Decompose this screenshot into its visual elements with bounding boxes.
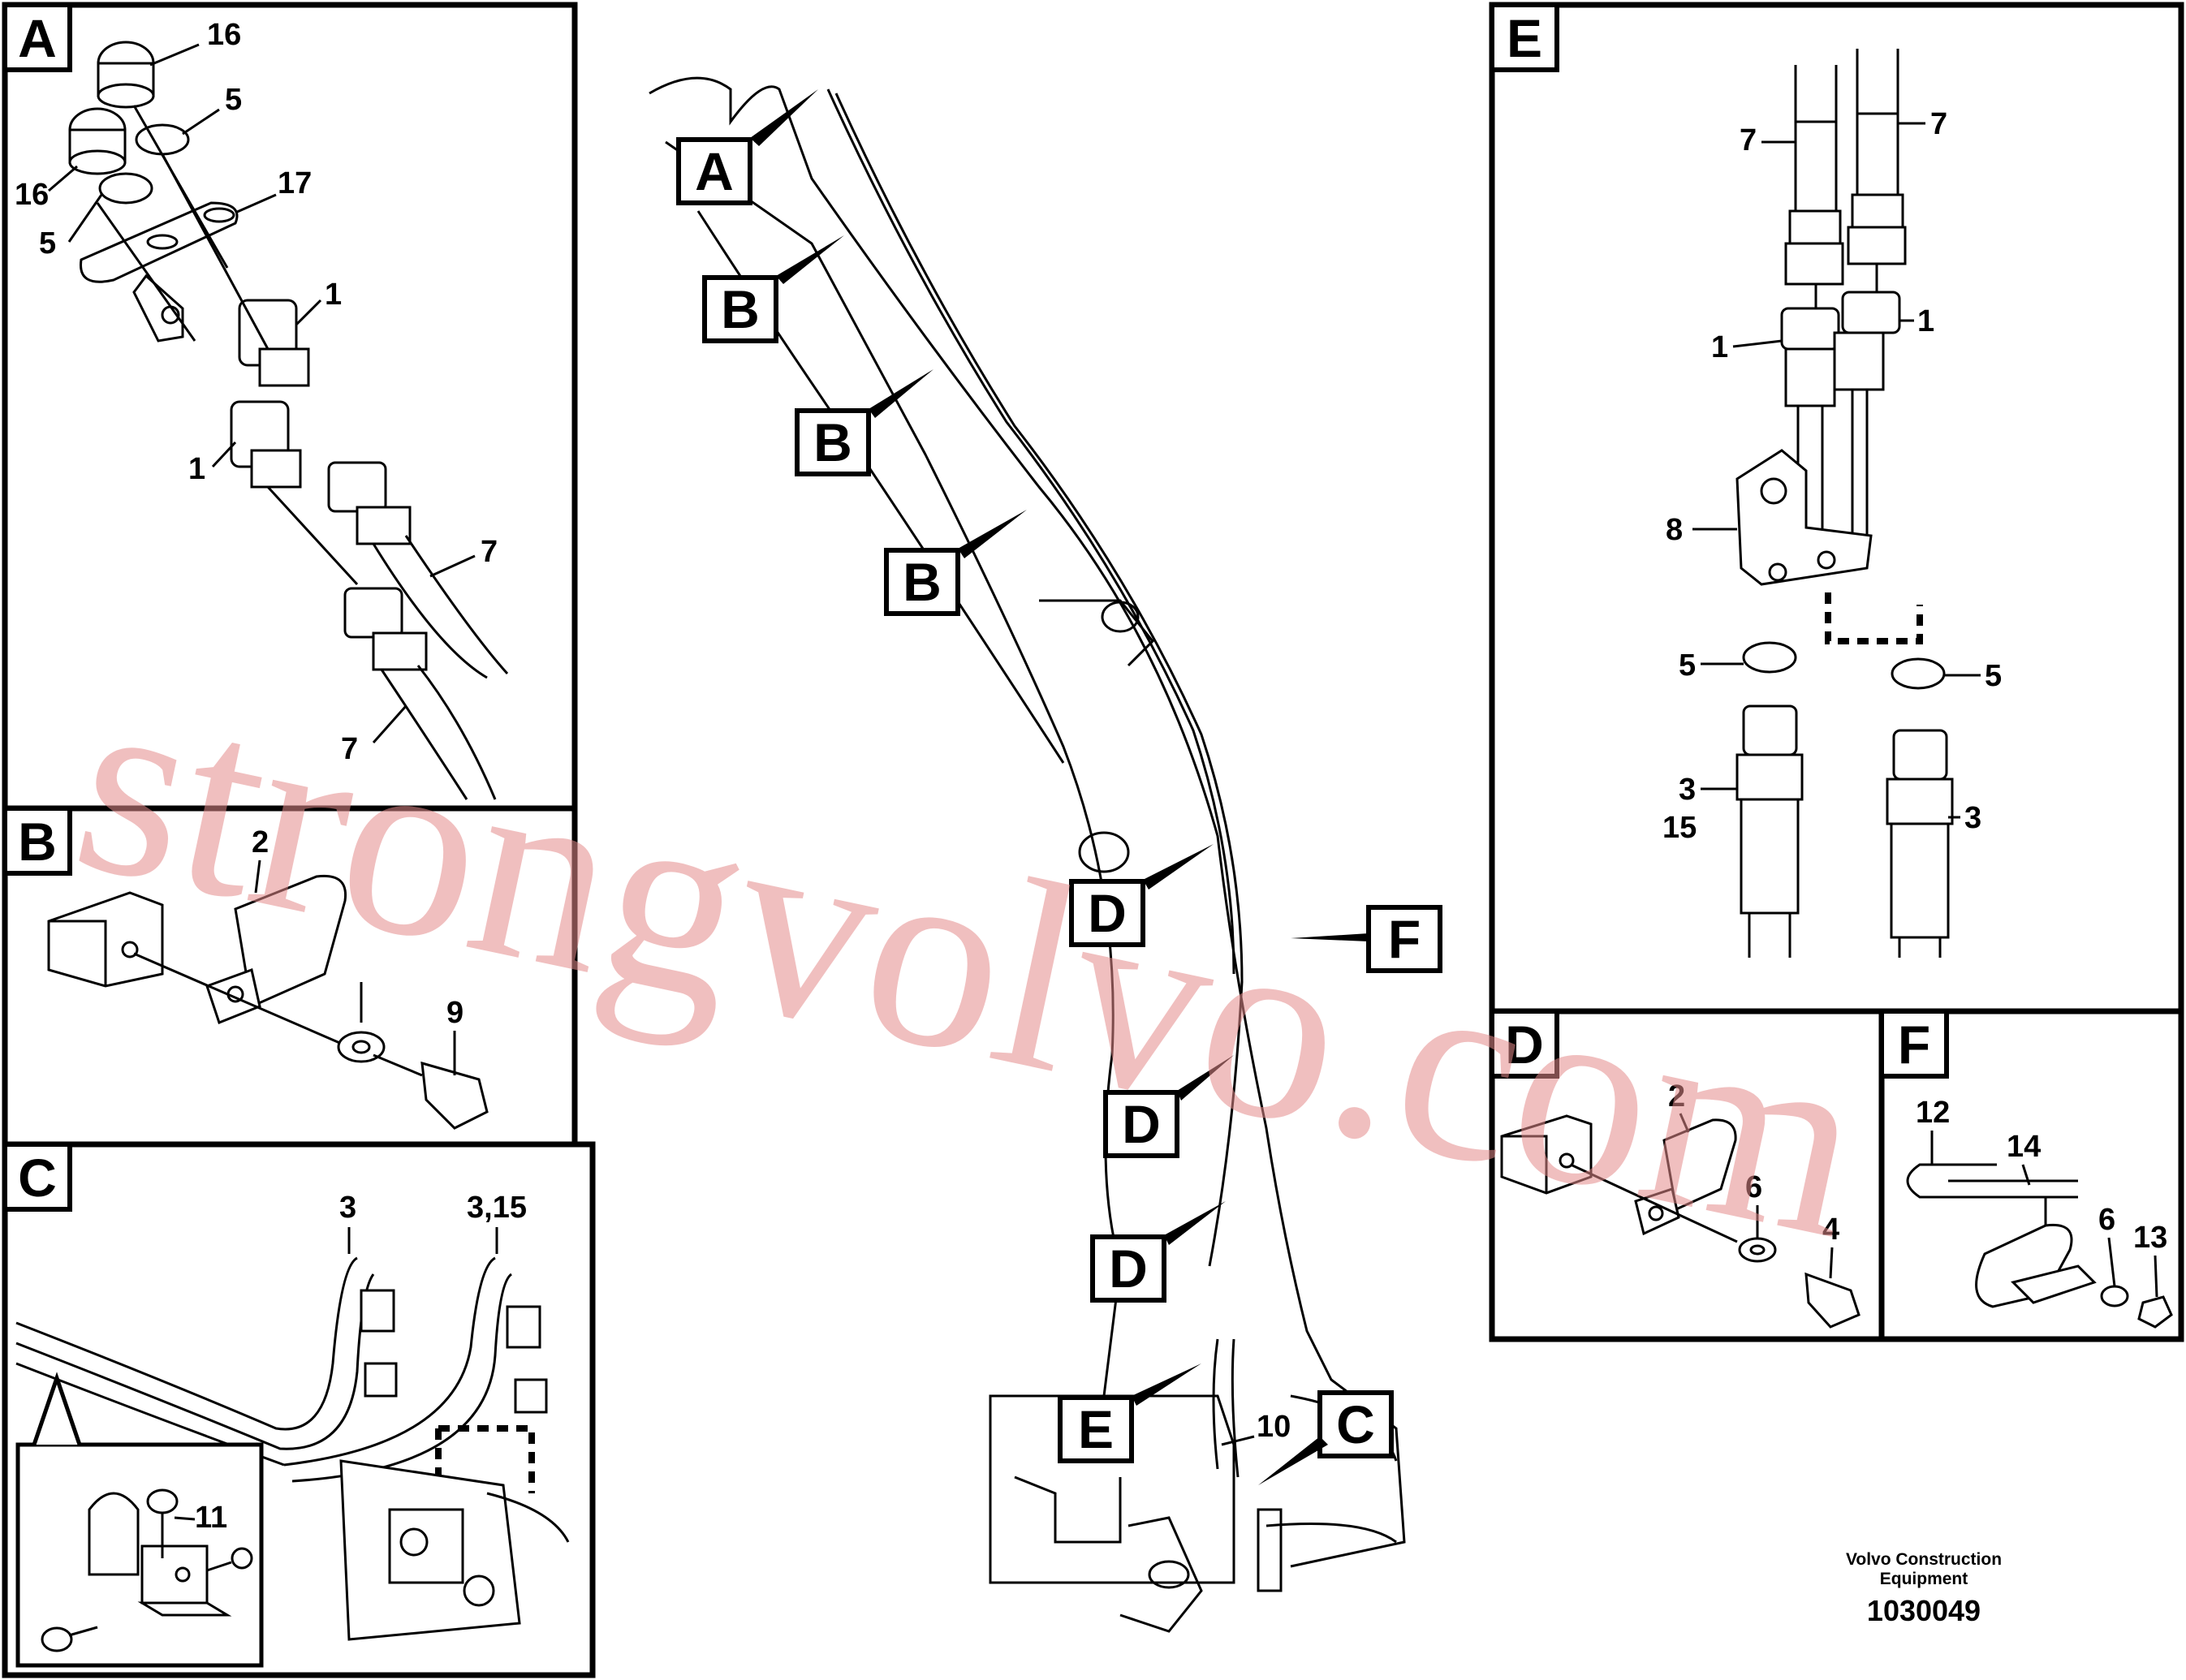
callout-e-3-left: 3 — [1679, 773, 1696, 807]
callout-e-7-left: 7 — [1740, 123, 1757, 157]
panel-f: F 12 14 6 13 — [1878, 1008, 2184, 1342]
callout-e-3-right: 3 — [1964, 801, 1981, 835]
panel-e-letter-box — [1490, 2, 1559, 72]
panel-c-parts — [15, 1256, 570, 1641]
callout-d-2: 2 — [1668, 1079, 1685, 1114]
callout-a-17: 17 — [278, 166, 312, 200]
footer-line2: Equipment — [1879, 1570, 1968, 1588]
panel-d-parts — [1500, 1114, 1860, 1329]
callout-b-9: 9 — [446, 996, 464, 1030]
callout-a-16-top: 16 — [207, 18, 241, 52]
callout-a-5-top: 5 — [225, 83, 242, 117]
main-label-b2: B — [813, 412, 852, 472]
boom-drawing — [649, 76, 1406, 1633]
callout-a-1-top: 1 — [325, 278, 342, 312]
panel-d: D 2 6 4 — [1489, 1008, 1885, 1342]
callout-e-5-left: 5 — [1679, 648, 1696, 683]
panel-c-letter: C — [18, 1148, 57, 1208]
main-label-b1: B — [721, 279, 760, 339]
panel-e-letter: E — [1507, 8, 1542, 68]
callout-c-3: 3 — [339, 1191, 356, 1225]
panel-a-letter: A — [18, 8, 57, 68]
panel-b-letter: B — [18, 812, 57, 872]
main-label-d1-box — [1069, 879, 1145, 947]
callout-a-1-bottom: 1 — [188, 452, 205, 486]
main-label-b2-box — [795, 408, 871, 476]
main-label-a-box — [676, 137, 752, 205]
callout-d-4: 4 — [1822, 1213, 1839, 1247]
main-label-d1: D — [1088, 883, 1127, 943]
callout-f-12: 12 — [1916, 1096, 1950, 1130]
main-label-e: E — [1078, 1399, 1114, 1459]
callout-e-15: 15 — [1662, 811, 1697, 845]
main-label-c: C — [1336, 1394, 1375, 1454]
callout-e-5-right: 5 — [1985, 659, 2002, 693]
panel-d-letter-box — [1490, 1009, 1559, 1079]
callout-e-1-right: 1 — [1917, 304, 1934, 338]
panel-a-parts — [68, 41, 509, 800]
main-callout-10: 10 — [1257, 1410, 1291, 1444]
main-labels: A B B B D D D E F C 10 — [676, 89, 1442, 1485]
panel-c-frame — [2, 1141, 596, 1678]
callout-a-7-right: 7 — [481, 535, 498, 569]
panel-b: B 2 9 — [2, 805, 578, 1148]
panel-e-parts — [1735, 49, 1954, 958]
callout-f-6: 6 — [2098, 1203, 2115, 1237]
footer-line1: Volvo Construction — [1845, 1550, 2003, 1569]
panel-d-letter: D — [1505, 1014, 1544, 1075]
callout-a-16-left: 16 — [15, 178, 49, 212]
callout-c-3-15: 3,15 — [467, 1191, 527, 1225]
main-label-b3: B — [903, 552, 942, 612]
panel-b-parts — [47, 874, 489, 1130]
watermark: strongvolvo.com — [55, 629, 1886, 1294]
callout-a-5-left: 5 — [39, 226, 56, 261]
panel-f-parts — [1906, 1163, 2173, 1329]
main-label-f: F — [1388, 909, 1421, 969]
panel-a-letter-box — [2, 2, 72, 72]
main-label-d2: D — [1122, 1094, 1161, 1154]
main-label-e-box — [1058, 1395, 1134, 1463]
callout-e-8: 8 — [1666, 513, 1683, 547]
callout-e-1-left: 1 — [1711, 330, 1728, 364]
callout-d-6: 6 — [1745, 1170, 1762, 1204]
callout-e-7-right: 7 — [1930, 107, 1947, 141]
main-label-d2-box — [1103, 1090, 1179, 1158]
panel-f-letter: F — [1898, 1014, 1930, 1075]
callout-a-7-bottom: 7 — [341, 732, 358, 766]
panel-b-letter-box — [2, 806, 72, 876]
drawing-number: 1030049 — [1866, 1594, 1981, 1627]
panel-c: C 3 3,15 — [2, 1141, 596, 1678]
callout-f-13: 13 — [2133, 1221, 2167, 1255]
callout-c-11: 11 — [195, 1501, 227, 1535]
callout-f-14: 14 — [2007, 1130, 2041, 1164]
main-label-d3-box — [1090, 1234, 1166, 1303]
panel-c-inset — [15, 1372, 264, 1668]
main-label-b3-box — [884, 548, 960, 616]
footer: Volvo Construction Equipment 1030049 — [1802, 1550, 2046, 1628]
main-label-b1-box — [702, 275, 778, 343]
main-label-c-box — [1317, 1390, 1394, 1458]
main-label-d3: D — [1109, 1238, 1148, 1299]
panel-c-letter-box — [2, 1142, 72, 1212]
panel-a: A — [2, 2, 578, 812]
panel-f-letter-box — [1879, 1009, 1949, 1079]
main-label-a: A — [695, 141, 734, 201]
callout-b-2: 2 — [252, 825, 269, 859]
panel-f-frame — [1878, 1008, 2184, 1342]
panel-e: E — [1489, 2, 2184, 1014]
